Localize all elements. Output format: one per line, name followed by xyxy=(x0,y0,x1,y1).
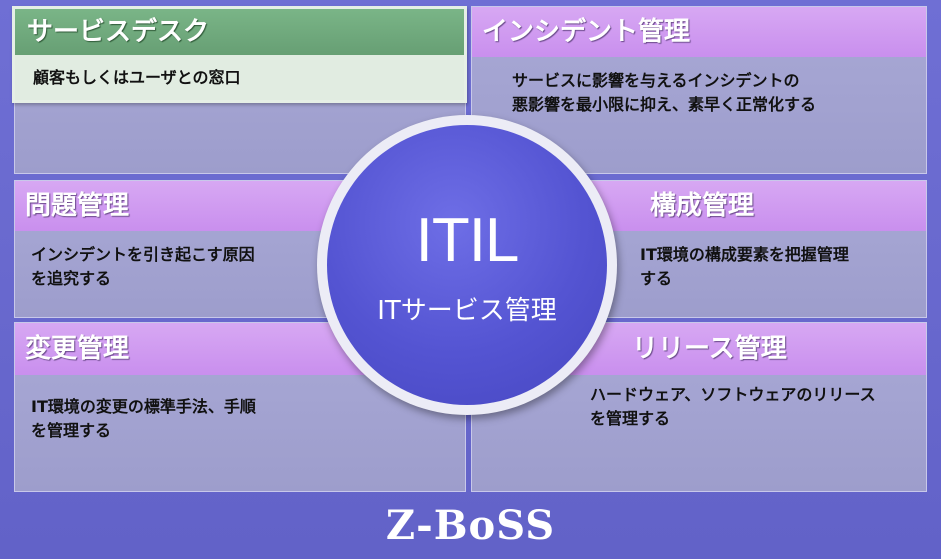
problem-line-1: インシデントを引き起こす原因 xyxy=(31,245,255,264)
service-desk-description: 顧客もしくはユーザとの窓口 xyxy=(15,55,464,100)
release-description: ハードウェア、ソフトウェアのリリース を管理する xyxy=(472,383,926,431)
release-line-2: を管理する xyxy=(590,409,671,428)
problem-line-2: を追究する xyxy=(31,269,112,288)
change-line-2: を管理する xyxy=(31,421,112,440)
incident-title: インシデント管理 xyxy=(472,7,926,57)
release-panel: リリース管理 ハードウェア、ソフトウェアのリリース を管理する xyxy=(471,322,927,492)
incident-line-2: 悪影響を最小限に抑え、素早く正常化する xyxy=(512,95,817,114)
release-line-1: ハードウェア、ソフトウェアのリリース xyxy=(590,385,876,404)
configuration-description: IT環境の構成要素を把握管理 する xyxy=(472,243,926,291)
change-line-1: IT環境の変更の標準手法、手順 xyxy=(31,397,256,416)
itil-title: ITIL xyxy=(415,206,520,275)
itil-subtitle: ITサービス管理 xyxy=(377,296,557,326)
configuration-line-1: IT環境の構成要素を把握管理 xyxy=(640,245,849,264)
itil-circle xyxy=(327,125,607,405)
brand-footer: Z-BoSS xyxy=(385,502,556,549)
incident-description: サービスに影響を与えるインシデントの 悪影響を最小限に抑え、素早く正常化する xyxy=(472,69,926,117)
incident-line-1: サービスに影響を与えるインシデントの xyxy=(512,71,800,90)
incident-panel: インシデント管理 サービスに影響を与えるインシデントの 悪影響を最小限に抑え、素… xyxy=(471,6,927,174)
service-desk-box: サービスデスク 顧客もしくはユーザとの窓口 xyxy=(12,6,467,103)
problem-description: インシデントを引き起こす原因 を追究する xyxy=(15,243,465,291)
configuration-line-2: する xyxy=(640,269,673,288)
service-desk-title: サービスデスク xyxy=(15,9,464,55)
change-description: IT環境の変更の標準手法、手順 を管理する xyxy=(15,395,465,443)
